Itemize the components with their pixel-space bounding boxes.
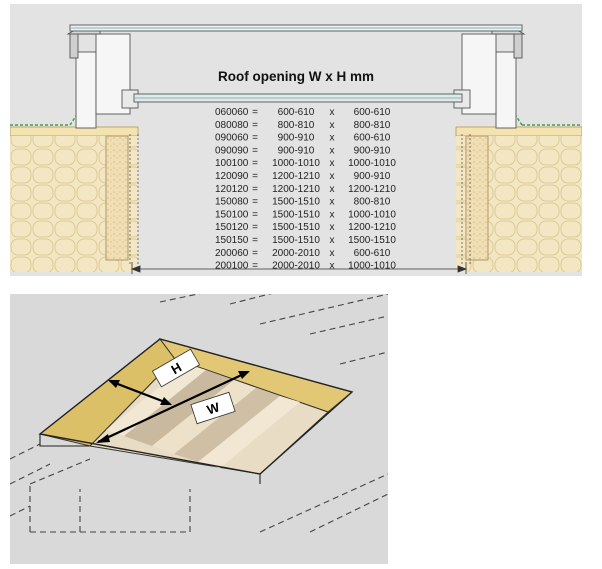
size-code: 150080 <box>215 197 249 208</box>
times-sign: x <box>330 222 335 233</box>
times-sign: x <box>330 248 335 259</box>
table-row: 150120= 1500-1510 x 1200-1210 <box>215 222 396 233</box>
width-dimension-line <box>130 262 468 274</box>
width-label-text: W <box>205 399 222 417</box>
equals-sign: = <box>252 197 258 208</box>
height-range: 1500-1510 <box>348 235 396 246</box>
table-row: 120120= 1200-1210 x 1200-1210 <box>215 184 396 195</box>
times-sign: x <box>330 235 335 246</box>
height-range: 600-610 <box>354 248 391 259</box>
table-row: 090060= 900-910 x 600-610 <box>215 133 391 144</box>
rooflight-glazing <box>69 24 523 103</box>
equals-sign: = <box>252 158 258 169</box>
times-sign: x <box>330 171 335 182</box>
table-row: 100100= 1000-1010 x 1000-1010 <box>215 158 396 169</box>
left-roof-deck <box>10 95 139 272</box>
width-range: 1000-1010 <box>272 158 320 169</box>
times-sign: x <box>330 261 335 272</box>
isometric-opening-diagram: H W <box>10 294 388 564</box>
height-range: 1000-1010 <box>348 209 396 220</box>
size-code: 120090 <box>215 171 249 182</box>
equals-sign: = <box>252 120 258 131</box>
times-sign: x <box>330 184 335 195</box>
size-code: 080080 <box>215 120 249 131</box>
table-row: 200100= 2000-2010 x 1000-1010 <box>215 261 396 272</box>
times-sign: x <box>330 120 335 131</box>
equals-sign: = <box>252 222 258 233</box>
equals-sign: = <box>252 235 258 246</box>
size-code: 120120 <box>215 184 249 195</box>
width-range: 1200-1210 <box>272 184 320 195</box>
height-label: H <box>151 348 201 388</box>
height-range: 600-610 <box>354 107 391 118</box>
size-code: 150100 <box>215 209 249 220</box>
times-sign: x <box>330 133 335 144</box>
width-range: 1500-1510 <box>272 222 320 233</box>
height-range: 1200-1210 <box>348 222 396 233</box>
times-sign: x <box>330 107 335 118</box>
width-range: 2000-2010 <box>272 261 320 272</box>
width-label: W <box>190 391 236 425</box>
times-sign: x <box>330 209 335 220</box>
table-row: 150150= 1500-1510 x 1500-1510 <box>215 235 396 246</box>
width-range: 600-610 <box>278 107 315 118</box>
height-arrow <box>108 379 172 406</box>
equals-sign: = <box>252 184 258 195</box>
table-row: 080080= 800-810 x 800-810 <box>215 120 391 131</box>
width-range: 900-910 <box>278 145 315 156</box>
size-code: 100100 <box>215 158 249 169</box>
table-row: 150080= 1500-1510 x 800-810 <box>215 197 391 208</box>
size-code: 200060 <box>215 248 249 259</box>
right-upstand-frame <box>453 25 526 129</box>
height-range: 1000-1010 <box>348 261 396 272</box>
equals-sign: = <box>252 171 258 182</box>
width-range: 900-910 <box>278 133 315 144</box>
times-sign: x <box>330 158 335 169</box>
height-range: 900-910 <box>354 171 391 182</box>
height-range: 600-610 <box>354 133 391 144</box>
equals-sign: = <box>252 209 258 220</box>
width-range: 2000-2010 <box>272 248 320 259</box>
width-range: 800-810 <box>278 120 315 131</box>
size-code: 200100 <box>215 261 249 272</box>
size-code: 150150 <box>215 235 249 246</box>
size-code: 060060 <box>215 107 249 118</box>
times-sign: x <box>330 145 335 156</box>
table-row: 120090= 1200-1210 x 900-910 <box>215 171 391 182</box>
width-range: 1500-1510 <box>272 209 320 220</box>
equals-sign: = <box>252 261 258 272</box>
width-range: 1200-1210 <box>272 171 320 182</box>
table-row: 150100= 1500-1510 x 1000-1010 <box>215 209 396 220</box>
size-code: 090060 <box>215 133 249 144</box>
times-sign: x <box>330 197 335 208</box>
equals-sign: = <box>252 107 258 118</box>
width-arrow <box>96 371 250 443</box>
height-range: 800-810 <box>354 120 391 131</box>
equals-sign: = <box>252 145 258 156</box>
width-range: 1500-1510 <box>272 197 320 208</box>
rafter-outlines <box>10 294 388 533</box>
height-range: 900-910 <box>354 145 391 156</box>
table-row: 060060= 600-610 x 600-610 <box>215 107 391 118</box>
section-title: Roof opening W x H mm <box>218 69 374 84</box>
equals-sign: = <box>252 133 258 144</box>
table-row: 200060= 2000-2010 x 600-610 <box>215 248 391 259</box>
size-code: 150120 <box>215 222 249 233</box>
size-code: 090090 <box>215 145 249 156</box>
table-row: 090090= 900-910 x 900-910 <box>215 145 391 156</box>
equals-sign: = <box>252 248 258 259</box>
height-range: 800-810 <box>354 197 391 208</box>
height-range: 1000-1010 <box>348 158 396 169</box>
height-range: 1200-1210 <box>348 184 396 195</box>
width-range: 1500-1510 <box>272 235 320 246</box>
